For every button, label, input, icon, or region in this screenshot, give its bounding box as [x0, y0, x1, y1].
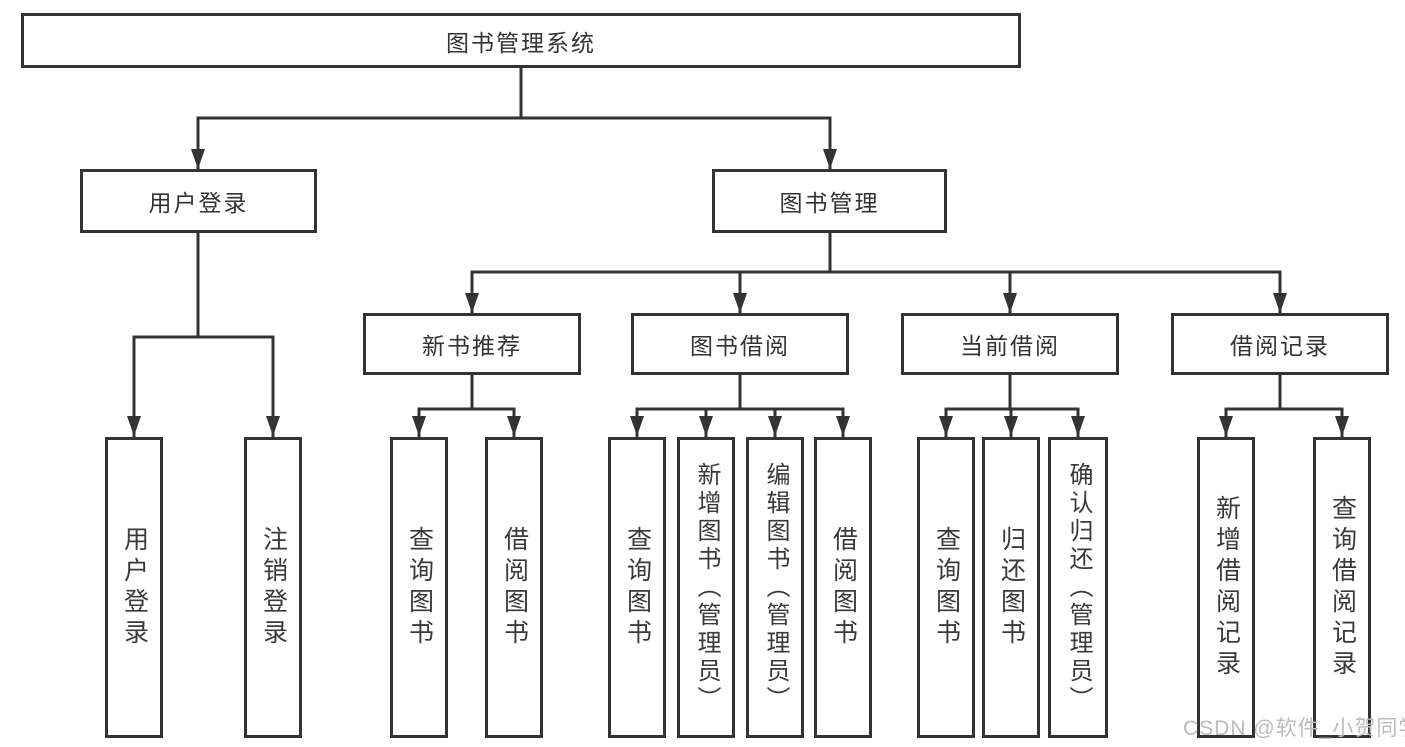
node-book-borrowing: 图书借阅: [631, 313, 849, 375]
leaf-borrow-books: 借阅图书: [814, 437, 872, 738]
rail-root: [196, 66, 832, 120]
node-label: 查询图书: [932, 525, 961, 650]
node-label: 图书管理: [779, 190, 880, 216]
node-label: 借阅图书: [829, 525, 858, 650]
node-label: 注销登录: [259, 525, 288, 650]
rail-borrow-records: [1224, 373, 1344, 411]
node-label: 用户登录: [148, 190, 249, 216]
node-book-management: 图书管理: [712, 169, 947, 233]
node-label: 确认归还（管理员）: [1065, 461, 1092, 714]
leaf-add-books-admin: 新增图书（管理员）: [677, 437, 735, 738]
rail-current-borrow: [944, 373, 1080, 411]
node-library-management-system: 图书管理系统: [21, 13, 1021, 68]
leaf-borrow-books-recommend: 借阅图书: [485, 437, 543, 738]
rail-book-borrow: [635, 373, 845, 411]
rail-book-management: [470, 231, 1282, 274]
node-label: 借阅图书: [500, 525, 529, 650]
node-user-login: 用户登录: [80, 169, 317, 233]
rail-user-login: [132, 231, 275, 339]
node-label: 借阅记录: [1230, 333, 1330, 359]
node-label: 查询图书: [405, 525, 434, 650]
leaf-user-login: 用户登录: [105, 437, 163, 738]
leaf-logout: 注销登录: [244, 437, 302, 738]
node-label: 用户登录: [120, 525, 149, 650]
rail-new-book: [417, 373, 516, 411]
leaf-confirm-return-admin: 确认归还（管理员）: [1048, 437, 1108, 738]
node-label: 编辑图书（管理员）: [762, 461, 789, 714]
node-label: 查询图书: [623, 525, 652, 650]
leaf-query-books-recommend: 查询图书: [390, 437, 448, 738]
node-new-book-recommendation: 新书推荐: [363, 313, 581, 375]
node-label: 新增图书（管理员）: [693, 461, 720, 714]
node-label: 归还图书: [997, 525, 1026, 650]
node-borrowing-records: 借阅记录: [1171, 313, 1389, 375]
leaf-query-books-current: 查询图书: [917, 437, 975, 738]
leaf-edit-books-admin: 编辑图书（管理员）: [746, 437, 804, 738]
csdn-watermark: CSDN @软件_小贺同学: [1183, 717, 1405, 740]
node-label: 图书管理系统: [446, 29, 596, 56]
node-label: 新书推荐: [422, 333, 522, 359]
leaf-add-borrow-record: 新增借阅记录: [1197, 437, 1255, 738]
node-label: 当前借阅: [960, 333, 1060, 359]
node-label: 图书借阅: [690, 333, 790, 359]
node-label: 查询借阅记录: [1328, 494, 1357, 681]
node-current-borrowing: 当前借阅: [901, 313, 1119, 375]
leaf-query-borrow-record: 查询借阅记录: [1313, 437, 1371, 738]
leaf-query-books-borrow: 查询图书: [608, 437, 666, 738]
node-label: 新增借阅记录: [1212, 494, 1241, 681]
leaf-return-books: 归还图书: [982, 437, 1040, 738]
